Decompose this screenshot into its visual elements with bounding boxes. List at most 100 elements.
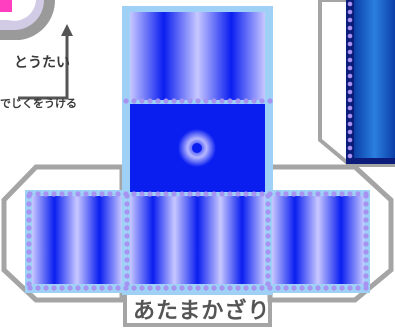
fold-dot: [131, 191, 137, 197]
fold-dot: [347, 9, 353, 15]
fold-dot: [147, 285, 153, 291]
fold-dot: [299, 191, 305, 197]
fold-dot: [124, 249, 130, 255]
fold-dot: [163, 191, 169, 197]
fold-dot: [355, 285, 361, 291]
fold-dot: [339, 191, 345, 197]
fold-dot: [211, 191, 217, 197]
fold-dot: [265, 201, 271, 207]
fold-dot: [331, 285, 337, 291]
fold-dot: [347, 113, 353, 119]
fold-dot: [203, 191, 209, 197]
fold-dot: [163, 285, 169, 291]
top-label: とうたい: [14, 55, 70, 71]
fold-dot: [219, 285, 225, 291]
fold-dot: [363, 285, 369, 291]
fold-dot: [347, 145, 353, 151]
fold-dot: [124, 273, 130, 279]
fold-dot: [219, 98, 225, 104]
fold-dot: [99, 285, 105, 291]
fold-dot: [243, 285, 249, 291]
fold-dot: [26, 241, 32, 247]
fold-dot: [67, 191, 73, 197]
fold-dot: [107, 285, 113, 291]
fold-dot: [211, 285, 217, 291]
fold-dot: [26, 249, 32, 255]
fold-dot: [131, 98, 137, 104]
fold-dot: [26, 209, 32, 215]
fold-dot: [323, 285, 329, 291]
bottom-label: あたまかざり: [133, 299, 271, 324]
fold-dot: [131, 285, 137, 291]
fold-dot: [265, 249, 271, 255]
fold-dot: [124, 201, 130, 207]
fold-dot: [26, 225, 32, 231]
fold-dot: [99, 191, 105, 197]
fold-dot: [124, 265, 130, 271]
fold-dot: [171, 285, 177, 291]
fold-dot: [265, 281, 271, 287]
fold-dot: [363, 193, 369, 199]
fold-dot: [26, 257, 32, 263]
right-panel: [318, 0, 395, 167]
fold-dot: [26, 281, 32, 287]
fold-dot: [195, 191, 201, 197]
fold-dot: [26, 193, 32, 199]
fold-dot: [147, 98, 153, 104]
fold-dot: [347, 191, 353, 197]
fold-dot: [259, 191, 265, 197]
fold-dot: [59, 285, 65, 291]
fold-dot: [107, 191, 113, 197]
fold-dot: [179, 98, 185, 104]
fold-dot: [339, 285, 345, 291]
fold-dot: [347, 121, 353, 127]
fold-dot: [265, 257, 271, 263]
fold-dot: [347, 49, 353, 55]
fold-dot: [139, 98, 145, 104]
fold-dot: [211, 98, 217, 104]
fold-dot: [83, 191, 89, 197]
fold-dot: [75, 285, 81, 291]
fold-dot: [275, 191, 281, 197]
fold-dot: [347, 89, 353, 95]
fold-dot: [235, 285, 241, 291]
fold-dot: [147, 191, 153, 197]
fold-dot: [195, 98, 201, 104]
fold-dot: [259, 285, 265, 291]
fold-dot: [251, 191, 257, 197]
fold-dot: [123, 285, 129, 291]
fold-dot: [124, 193, 130, 199]
fold-dot: [163, 98, 169, 104]
fold-dot: [115, 191, 121, 197]
fold-dot: [299, 285, 305, 291]
fold-dot: [265, 193, 271, 199]
fold-dot: [171, 98, 177, 104]
fold-dot: [227, 285, 233, 291]
fold-dot: [347, 73, 353, 79]
fold-dot: [315, 191, 321, 197]
fold-dot: [171, 191, 177, 197]
fold-dot: [75, 191, 81, 197]
fold-dot: [124, 217, 130, 223]
fold-dot: [259, 98, 265, 104]
fold-dot: [267, 98, 273, 104]
left-panel: [32, 196, 122, 284]
fold-dot: [347, 129, 353, 135]
fold-dot: [35, 191, 41, 197]
fold-dot: [35, 285, 41, 291]
fold-dot: [265, 265, 271, 271]
fold-dot: [179, 191, 185, 197]
fold-dot: [291, 191, 297, 197]
fold-dot: [355, 191, 361, 197]
fold-dot: [124, 257, 130, 263]
fold-dot: [219, 191, 225, 197]
fold-dot: [27, 285, 33, 291]
fold-dot: [26, 201, 32, 207]
fold-dot: [43, 285, 49, 291]
fold-dot: [91, 285, 97, 291]
fold-dot: [91, 191, 97, 197]
fold-dot: [363, 209, 369, 215]
fold-dot: [283, 285, 289, 291]
fold-dot: [155, 191, 161, 197]
